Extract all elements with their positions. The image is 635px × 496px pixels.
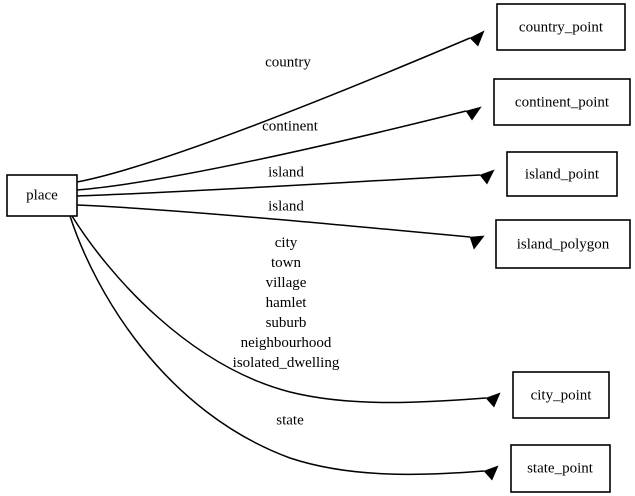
edge-path-country xyxy=(76,37,471,183)
edge-label-island-polygon: island xyxy=(268,198,304,214)
edge-path-island-point xyxy=(76,174,481,197)
arrowhead-continent xyxy=(465,106,482,121)
node-city-point-box[interactable] xyxy=(512,371,610,419)
edge-label-city-group: city town village hamlet suburb neighbou… xyxy=(233,235,340,371)
edge-place-to-city-point xyxy=(71,215,501,408)
edge-place-to-state-point xyxy=(69,215,499,481)
node-state-point[interactable]: state_point xyxy=(510,444,611,493)
arrowhead-country xyxy=(469,30,485,47)
node-continent-point-box[interactable] xyxy=(493,78,631,126)
edge-label-city-group-line-2: village xyxy=(266,275,307,291)
node-state-point-box[interactable] xyxy=(510,444,611,493)
node-country-point-label: country_point xyxy=(519,19,604,35)
edge-place-to-country-point xyxy=(76,30,485,183)
node-state-point-label: state_point xyxy=(527,460,594,476)
node-island-point-label: island_point xyxy=(525,166,600,182)
edge-path-city-group xyxy=(71,215,487,404)
edge-label-country: country xyxy=(265,54,311,70)
edge-label-city-group-line-1: town xyxy=(271,255,302,271)
edge-label-city-group-line-5: neighbourhood xyxy=(241,335,332,351)
node-island-polygon-box[interactable] xyxy=(495,219,631,269)
node-continent-point-label: continent_point xyxy=(515,94,610,110)
node-continent-point[interactable]: continent_point xyxy=(493,78,631,126)
edge-place-to-island-polygon xyxy=(76,204,485,250)
edge-label-city-group-line-6: isolated_dwelling xyxy=(233,355,340,371)
node-place[interactable]: place xyxy=(6,174,78,217)
edge-label-continent: continent xyxy=(262,118,319,134)
arrowhead-state-point xyxy=(483,465,499,481)
edge-label-island-point: island xyxy=(268,164,304,180)
node-island-point[interactable]: island_point xyxy=(506,151,618,197)
edge-place-to-continent-point xyxy=(76,106,482,191)
arrowhead-island-point xyxy=(479,169,495,185)
node-country-point-box[interactable] xyxy=(496,3,626,51)
node-country-point[interactable]: country_point xyxy=(496,3,626,51)
node-city-point[interactable]: city_point xyxy=(512,371,610,419)
arrowhead-island-polygon xyxy=(469,235,485,250)
edge-label-city-group-line-4: suburb xyxy=(266,315,307,331)
node-island-polygon[interactable]: island_polygon xyxy=(495,219,631,269)
edge-path-continent xyxy=(76,110,467,191)
edge-path-island-polygon xyxy=(76,204,471,238)
edge-label-city-group-line-0: city xyxy=(275,235,298,251)
node-city-point-label: city_point xyxy=(531,387,593,403)
edge-path-state xyxy=(69,215,485,476)
edge-label-city-group-line-3: hamlet xyxy=(266,295,308,311)
node-island-polygon-label: island_polygon xyxy=(517,236,610,252)
edge-place-to-island-point xyxy=(76,169,495,197)
arrowhead-city-point xyxy=(485,392,501,408)
edge-label-state: state xyxy=(276,412,304,428)
node-place-label: place xyxy=(26,187,58,203)
node-island-point-box[interactable] xyxy=(506,151,618,197)
node-place-box[interactable] xyxy=(6,174,78,217)
